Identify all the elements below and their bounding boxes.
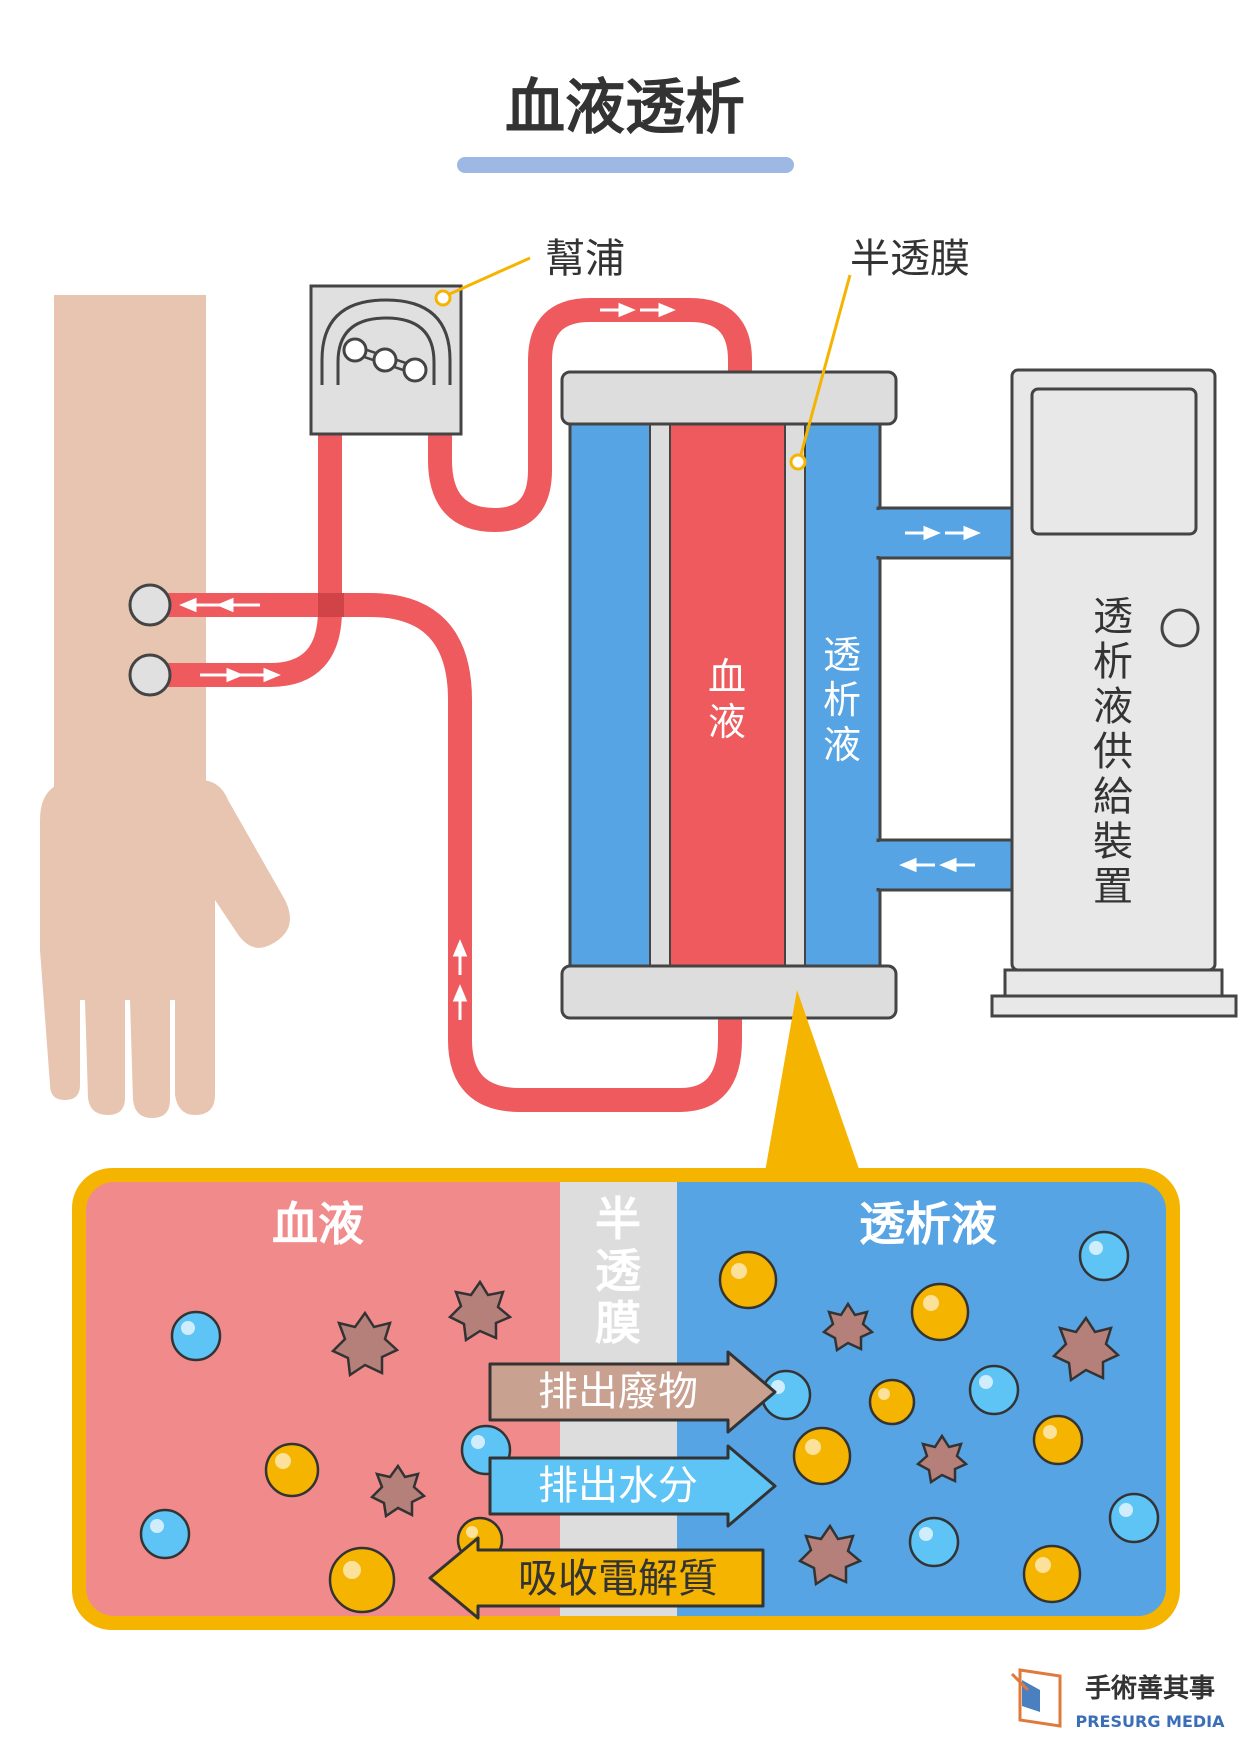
pump-callout (434, 256, 531, 307)
arrow-water-label: 排出水分 (538, 1463, 698, 1509)
arm-illustration (40, 295, 290, 1118)
dialysate-flow-arrows (899, 525, 981, 873)
brand-logo (1010, 1668, 1062, 1728)
zoom-membrane-char-2: 透 (595, 1244, 642, 1298)
dialyzer-dialysate-label-2: 析 (823, 678, 861, 722)
page-title: 血液透析 (505, 73, 745, 143)
membrane-label: 半透膜 (850, 236, 970, 282)
supply-device-char-4: 供 (1093, 729, 1133, 775)
arrow-electrolyte-label: 吸收電解質 (518, 1556, 718, 1602)
zoom-pointer (765, 990, 860, 1172)
dialysate-pipes (870, 506, 1018, 892)
supply-device-char-7: 置 (1093, 864, 1133, 910)
zoom-membrane-char-1: 半 (595, 1192, 641, 1246)
arrow-waste (488, 1350, 777, 1434)
zoom-blood-label: 血液 (272, 1197, 364, 1251)
title-underline (457, 157, 794, 173)
supply-device-char-3: 液 (1093, 684, 1133, 730)
dialyzer-blood-label-2: 液 (708, 700, 746, 744)
pump-label: 幫浦 (545, 236, 625, 282)
supply-device-char-5: 給 (1093, 774, 1133, 820)
arrow-electrolyte (428, 1536, 765, 1620)
supply-device-char-6: 裝 (1093, 819, 1133, 865)
brand-name: 手術善其事 (1085, 1673, 1215, 1704)
dialyzer-blood-label-1: 血 (708, 655, 746, 699)
dialysate-supply-device (990, 368, 1238, 1018)
waste-particles (330, 1279, 1121, 1587)
tube-crossing-shadow (318, 593, 344, 617)
electrolyte-particles (264, 1250, 1084, 1614)
flow-arrows (179, 302, 676, 1020)
supply-device-char-1: 透 (1093, 594, 1133, 640)
dialyzer-dialysate-label-1: 透 (823, 633, 861, 677)
membrane-callout (789, 274, 852, 471)
brand-sub: PRESURG MEDIA (1076, 1712, 1226, 1731)
dialyzer-dialysate-label-3: 液 (823, 723, 861, 767)
supply-device-char-2: 析 (1093, 639, 1133, 685)
dialyzer (560, 370, 898, 1020)
supply-device-label: 透 析 液 供 給 裝 置 (1093, 594, 1133, 910)
zoom-membrane-char-3: 膜 (595, 1296, 641, 1350)
arrow-waste-label: 排出廢物 (538, 1369, 698, 1415)
access-ports (128, 583, 172, 697)
arrow-water (488, 1444, 777, 1528)
zoom-dialysate-label: 透析液 (859, 1197, 997, 1251)
pump (309, 284, 463, 436)
water-particles (139, 1230, 1160, 1568)
